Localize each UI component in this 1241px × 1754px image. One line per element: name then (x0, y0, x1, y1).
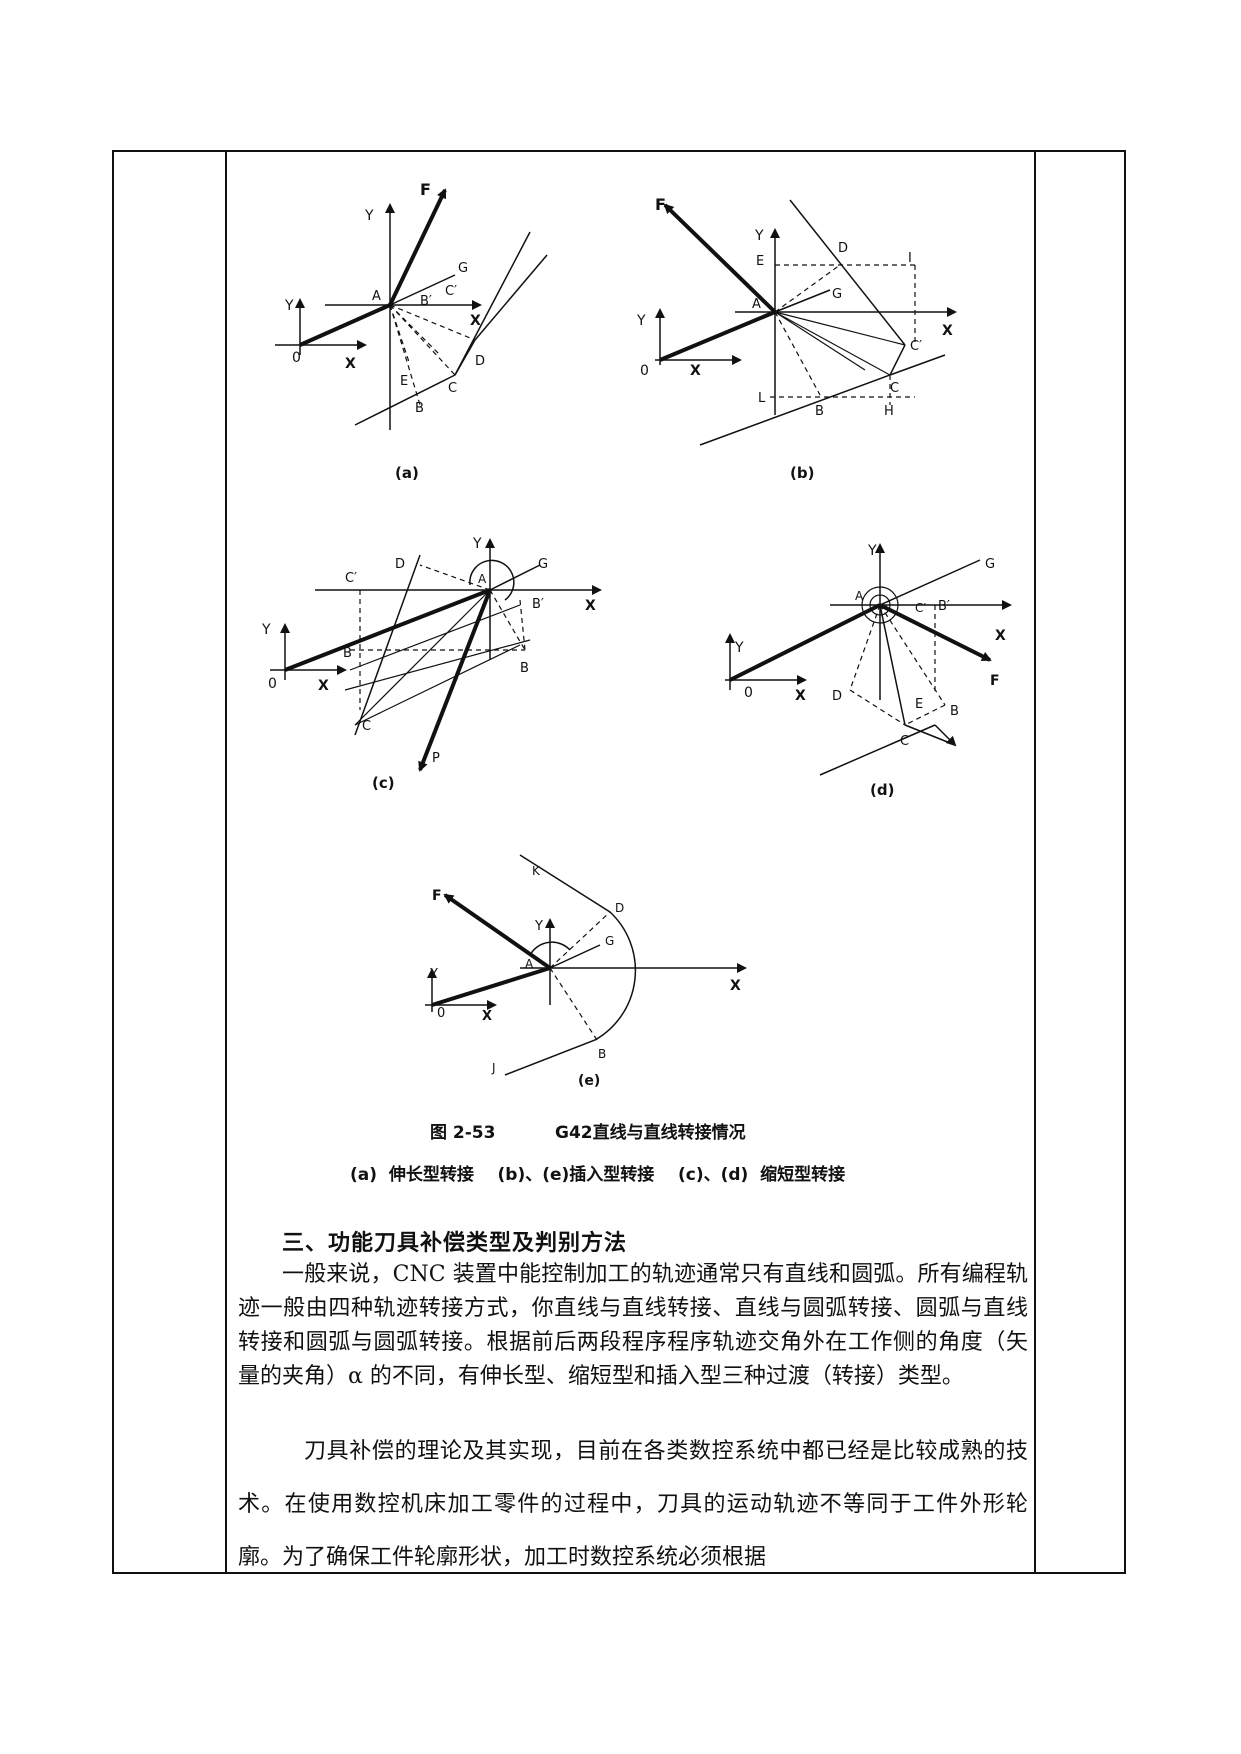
label-e-X: X (730, 978, 741, 994)
label-d-Y0: Y (734, 640, 744, 656)
label-d-O: 0 (744, 685, 753, 701)
label-a-X: X (470, 313, 481, 329)
label-d-Bp: B′ (938, 599, 950, 614)
label-b-B: B (815, 404, 824, 419)
label-a-C: C (448, 381, 457, 396)
label-e-Y0: Y (429, 967, 438, 982)
label-c-B1: B (343, 646, 352, 661)
figure-subcaption: (a) 伸长型转接 (b)、(e)插入型转接 (c)、(d) 缩短型转接 (350, 1164, 845, 1185)
label-e-B: B (598, 1047, 606, 1061)
figure-2-53: F Y Y 0 X A B′ G C′ X D C E B (a) (261, 180, 1012, 1185)
diagram-d (725, 543, 1012, 776)
label-c-C: C (362, 719, 371, 734)
label-c-P: P (432, 751, 440, 766)
label-d-E: E (915, 697, 923, 712)
label-b-C: C (890, 381, 899, 396)
diagram-b (655, 199, 957, 446)
label-e-D: D (615, 901, 624, 915)
label-e-X0: X (482, 1009, 492, 1024)
label-b-F: F (655, 195, 666, 214)
label-e-F: F (432, 888, 442, 904)
label-a-Y0: Y (284, 298, 294, 314)
label-c-Y0: Y (261, 622, 271, 638)
label-b-Y0: Y (636, 313, 646, 329)
label-b-I: I (908, 251, 912, 266)
label-b-H: H (884, 404, 894, 419)
label-b-Cp: C′ (910, 339, 922, 354)
caption-c: (c) (372, 774, 395, 792)
label-a-F: F (420, 180, 431, 199)
label-a-Cp: C′ (445, 284, 457, 299)
diagram-e (425, 854, 747, 1076)
label-e-J: J (491, 1061, 496, 1075)
label-e-Y: Y (534, 919, 543, 934)
paragraph-1: 一般来说，CNC 装置中能控制加工的轨迹通常只有直线和圆弧。所有编程轨迹一般由四… (238, 1262, 1028, 1389)
label-d-X: X (995, 628, 1006, 644)
left-column-divider (225, 152, 227, 1572)
label-b-D: D (838, 241, 848, 256)
label-d-A: A (855, 589, 864, 603)
label-d-X0: X (795, 688, 806, 704)
caption-e: (e) (578, 1073, 600, 1089)
label-e-A: A (525, 957, 534, 971)
label-b-Y: Y (754, 228, 764, 244)
label-c-D: D (395, 557, 405, 572)
label-c-A: A (478, 572, 487, 586)
label-a-O: 0 (292, 350, 301, 366)
label-c-Y: Y (472, 536, 482, 552)
label-a-X0: X (345, 356, 356, 372)
caption-a: (a) (395, 464, 419, 482)
label-d-D: D (832, 689, 842, 704)
label-a-Y: Y (364, 208, 374, 224)
label-c-X0: X (318, 678, 329, 694)
label-a-G: G (458, 261, 468, 276)
diagram-a (275, 188, 548, 430)
caption-d: (d) (870, 781, 894, 799)
figure-title: G42直线与直线转接情况 (555, 1122, 746, 1143)
figure-number: 图 2-53 (430, 1123, 495, 1143)
label-d-F: F (990, 673, 1000, 689)
label-a-B: B (415, 401, 424, 416)
label-a-Bp: B′ (420, 294, 432, 309)
label-b-E: E (756, 254, 764, 269)
caption-b: (b) (790, 464, 814, 482)
label-b-L: L (758, 391, 766, 406)
section-heading: 三、功能刀具补偿类型及判别方法 (282, 1230, 628, 1256)
label-d-G: G (985, 557, 995, 572)
document-frame (112, 150, 1126, 1574)
label-c-X: X (585, 598, 596, 614)
label-e-O: 0 (437, 1006, 445, 1021)
label-a-D: D (475, 354, 485, 369)
label-d-C: C (900, 734, 909, 749)
label-c-G: G (538, 557, 548, 572)
label-b-A: A (752, 297, 761, 312)
label-c-Bp: B′ (532, 597, 544, 612)
label-d-Y: Y (867, 543, 877, 559)
label-d-B: B (950, 704, 959, 719)
label-b-G: G (832, 287, 842, 302)
label-c-O: 0 (268, 676, 277, 692)
label-b-O: 0 (640, 363, 649, 379)
label-b-X0: X (690, 363, 701, 379)
label-e-K: K (532, 864, 541, 878)
label-a-E: E (400, 374, 408, 389)
right-column-divider (1034, 152, 1036, 1572)
label-c-B2: B (520, 661, 529, 676)
label-d-Cp: C′ (915, 601, 926, 615)
label-c-Cp: C′ (345, 571, 357, 586)
paragraph-2: 刀具补偿的理论及其实现，目前在各类数控系统中都已经是比较成熟的技术。在使用数控机… (238, 1439, 1028, 1570)
label-e-G: G (605, 934, 614, 948)
diagram-c (270, 538, 602, 772)
label-a-A: A (372, 289, 381, 304)
label-b-X: X (942, 323, 953, 339)
